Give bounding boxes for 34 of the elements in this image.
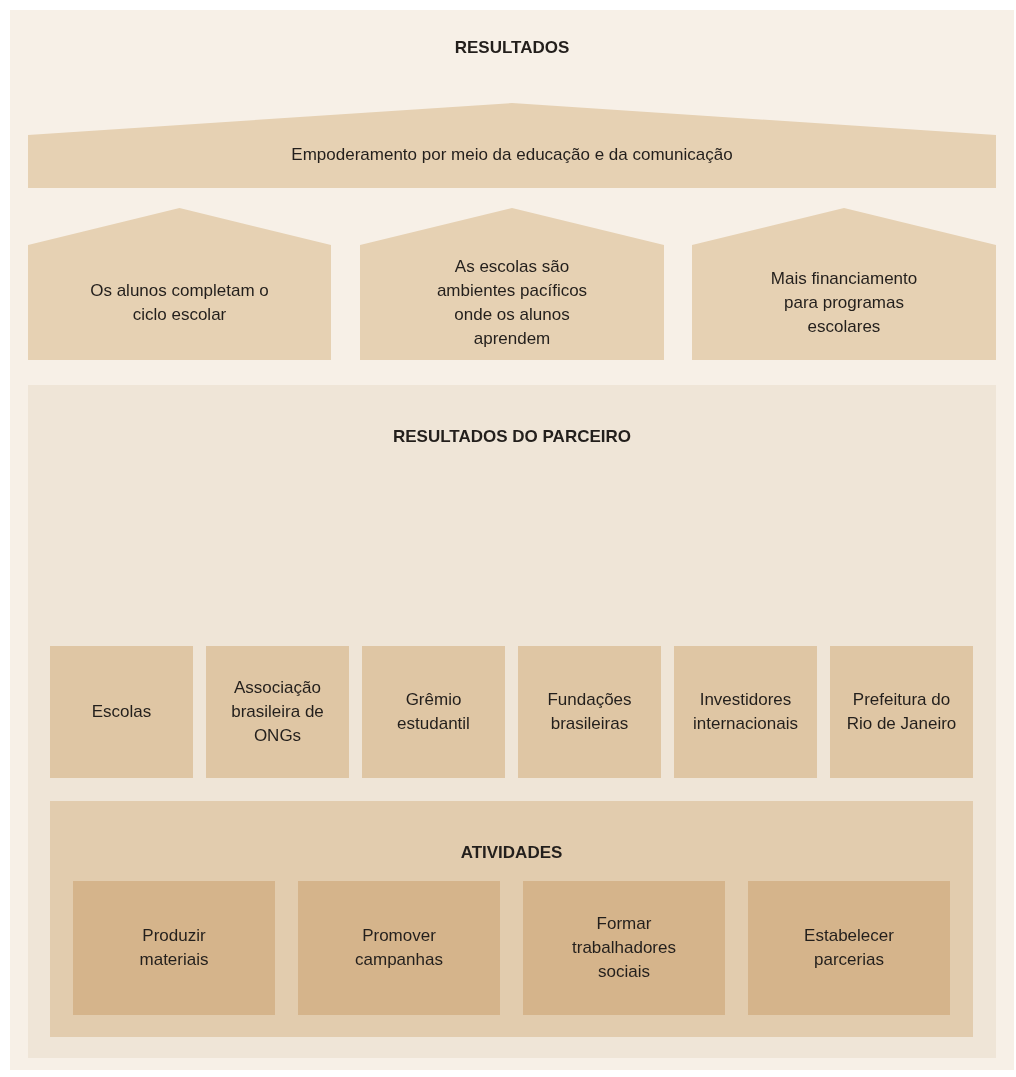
card [206, 646, 349, 778]
outcome-text: Os alunos completam o ciclo escolar [89, 279, 270, 326]
section-heading: ATIVIDADES [459, 842, 564, 864]
section-heading: RESULTADOS [453, 37, 571, 59]
item-text: Grêmio estudantil [396, 689, 471, 735]
item-text: Fundações brasileiras [546, 689, 633, 735]
card [73, 881, 275, 1015]
card [523, 881, 725, 1015]
card [518, 646, 661, 778]
outcome-text: As escolas são ambientes pacíficos onde os alunos aprendem [435, 255, 589, 350]
house-shape [28, 208, 331, 360]
outcome-text: Mais financiamento para programas escolares [769, 267, 919, 338]
section-panel [50, 801, 973, 1037]
item-text: Prefeitura do Rio de Janeiro [846, 689, 957, 735]
item-text: Promover campanhas [354, 925, 444, 971]
card [50, 646, 193, 778]
card [748, 881, 950, 1015]
item-text: Produzir materiais [138, 925, 210, 971]
section-heading: RESULTADOS DO PARCEIRO [392, 426, 632, 448]
card [830, 646, 973, 778]
section-panel [28, 385, 996, 1058]
item-text: Investidores internacionais [692, 689, 799, 735]
item-text: Associação brasileira de ONGs [230, 677, 325, 747]
item-text: Estabelecer parcerias [803, 925, 895, 971]
house-shape [360, 208, 664, 360]
card [674, 646, 817, 778]
card [362, 646, 505, 778]
house-shape [692, 208, 996, 360]
item-text: Escolas [90, 701, 153, 723]
item-text: Formar trabalhadores sociais [573, 913, 675, 983]
outcome-text: Empoderamento por meio da educação e da comunicação [290, 144, 734, 166]
section-panel [10, 10, 1014, 1070]
card [298, 881, 500, 1015]
roof-banner [28, 103, 996, 188]
